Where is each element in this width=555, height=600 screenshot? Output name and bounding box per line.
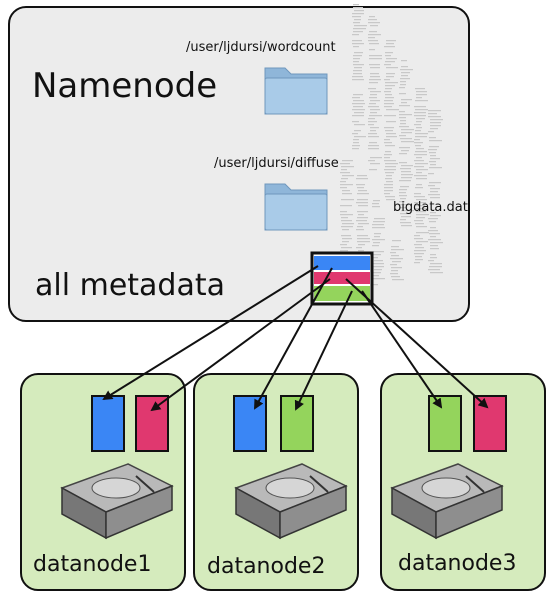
- file-name: bigdata.dat: [393, 200, 468, 215]
- datanode1-label: datanode1: [33, 552, 152, 577]
- dn1-block-pink: [135, 395, 169, 452]
- datanode2-label: datanode2: [207, 554, 326, 579]
- arrow-pink-to-dn1: [150, 278, 331, 412]
- path-wordcount: /user/ljdursi/wordcount: [186, 40, 336, 55]
- metadata-block-pink: [314, 272, 370, 284]
- hard-drive-icon: [390, 463, 504, 540]
- datanode3-label: datanode3: [398, 551, 517, 576]
- dn2-block-green: [280, 395, 314, 452]
- arrow-blue-to-dn2: [254, 267, 333, 410]
- hard-drive-icon: [234, 463, 348, 540]
- dn1-block-blue: [91, 395, 125, 452]
- arrow-green-to-dn2: [294, 290, 353, 411]
- metadata-block-green: [314, 286, 370, 301]
- folder-icon: [264, 183, 328, 231]
- metadata-label: all metadata: [35, 268, 225, 303]
- metadata-block-blue: [314, 256, 370, 270]
- dn3-block-green: [428, 395, 462, 452]
- hard-drive-icon: [60, 463, 174, 540]
- dn2-block-blue: [233, 395, 267, 452]
- folder-icon: [264, 67, 328, 115]
- arrow-blue-to-dn1: [102, 265, 319, 401]
- dn3-block-pink: [473, 395, 507, 452]
- arrow-green-to-dn3: [361, 290, 443, 409]
- path-diffuse: /user/ljdursi/diffuse: [214, 156, 339, 171]
- namenode-title: Namenode: [32, 66, 218, 106]
